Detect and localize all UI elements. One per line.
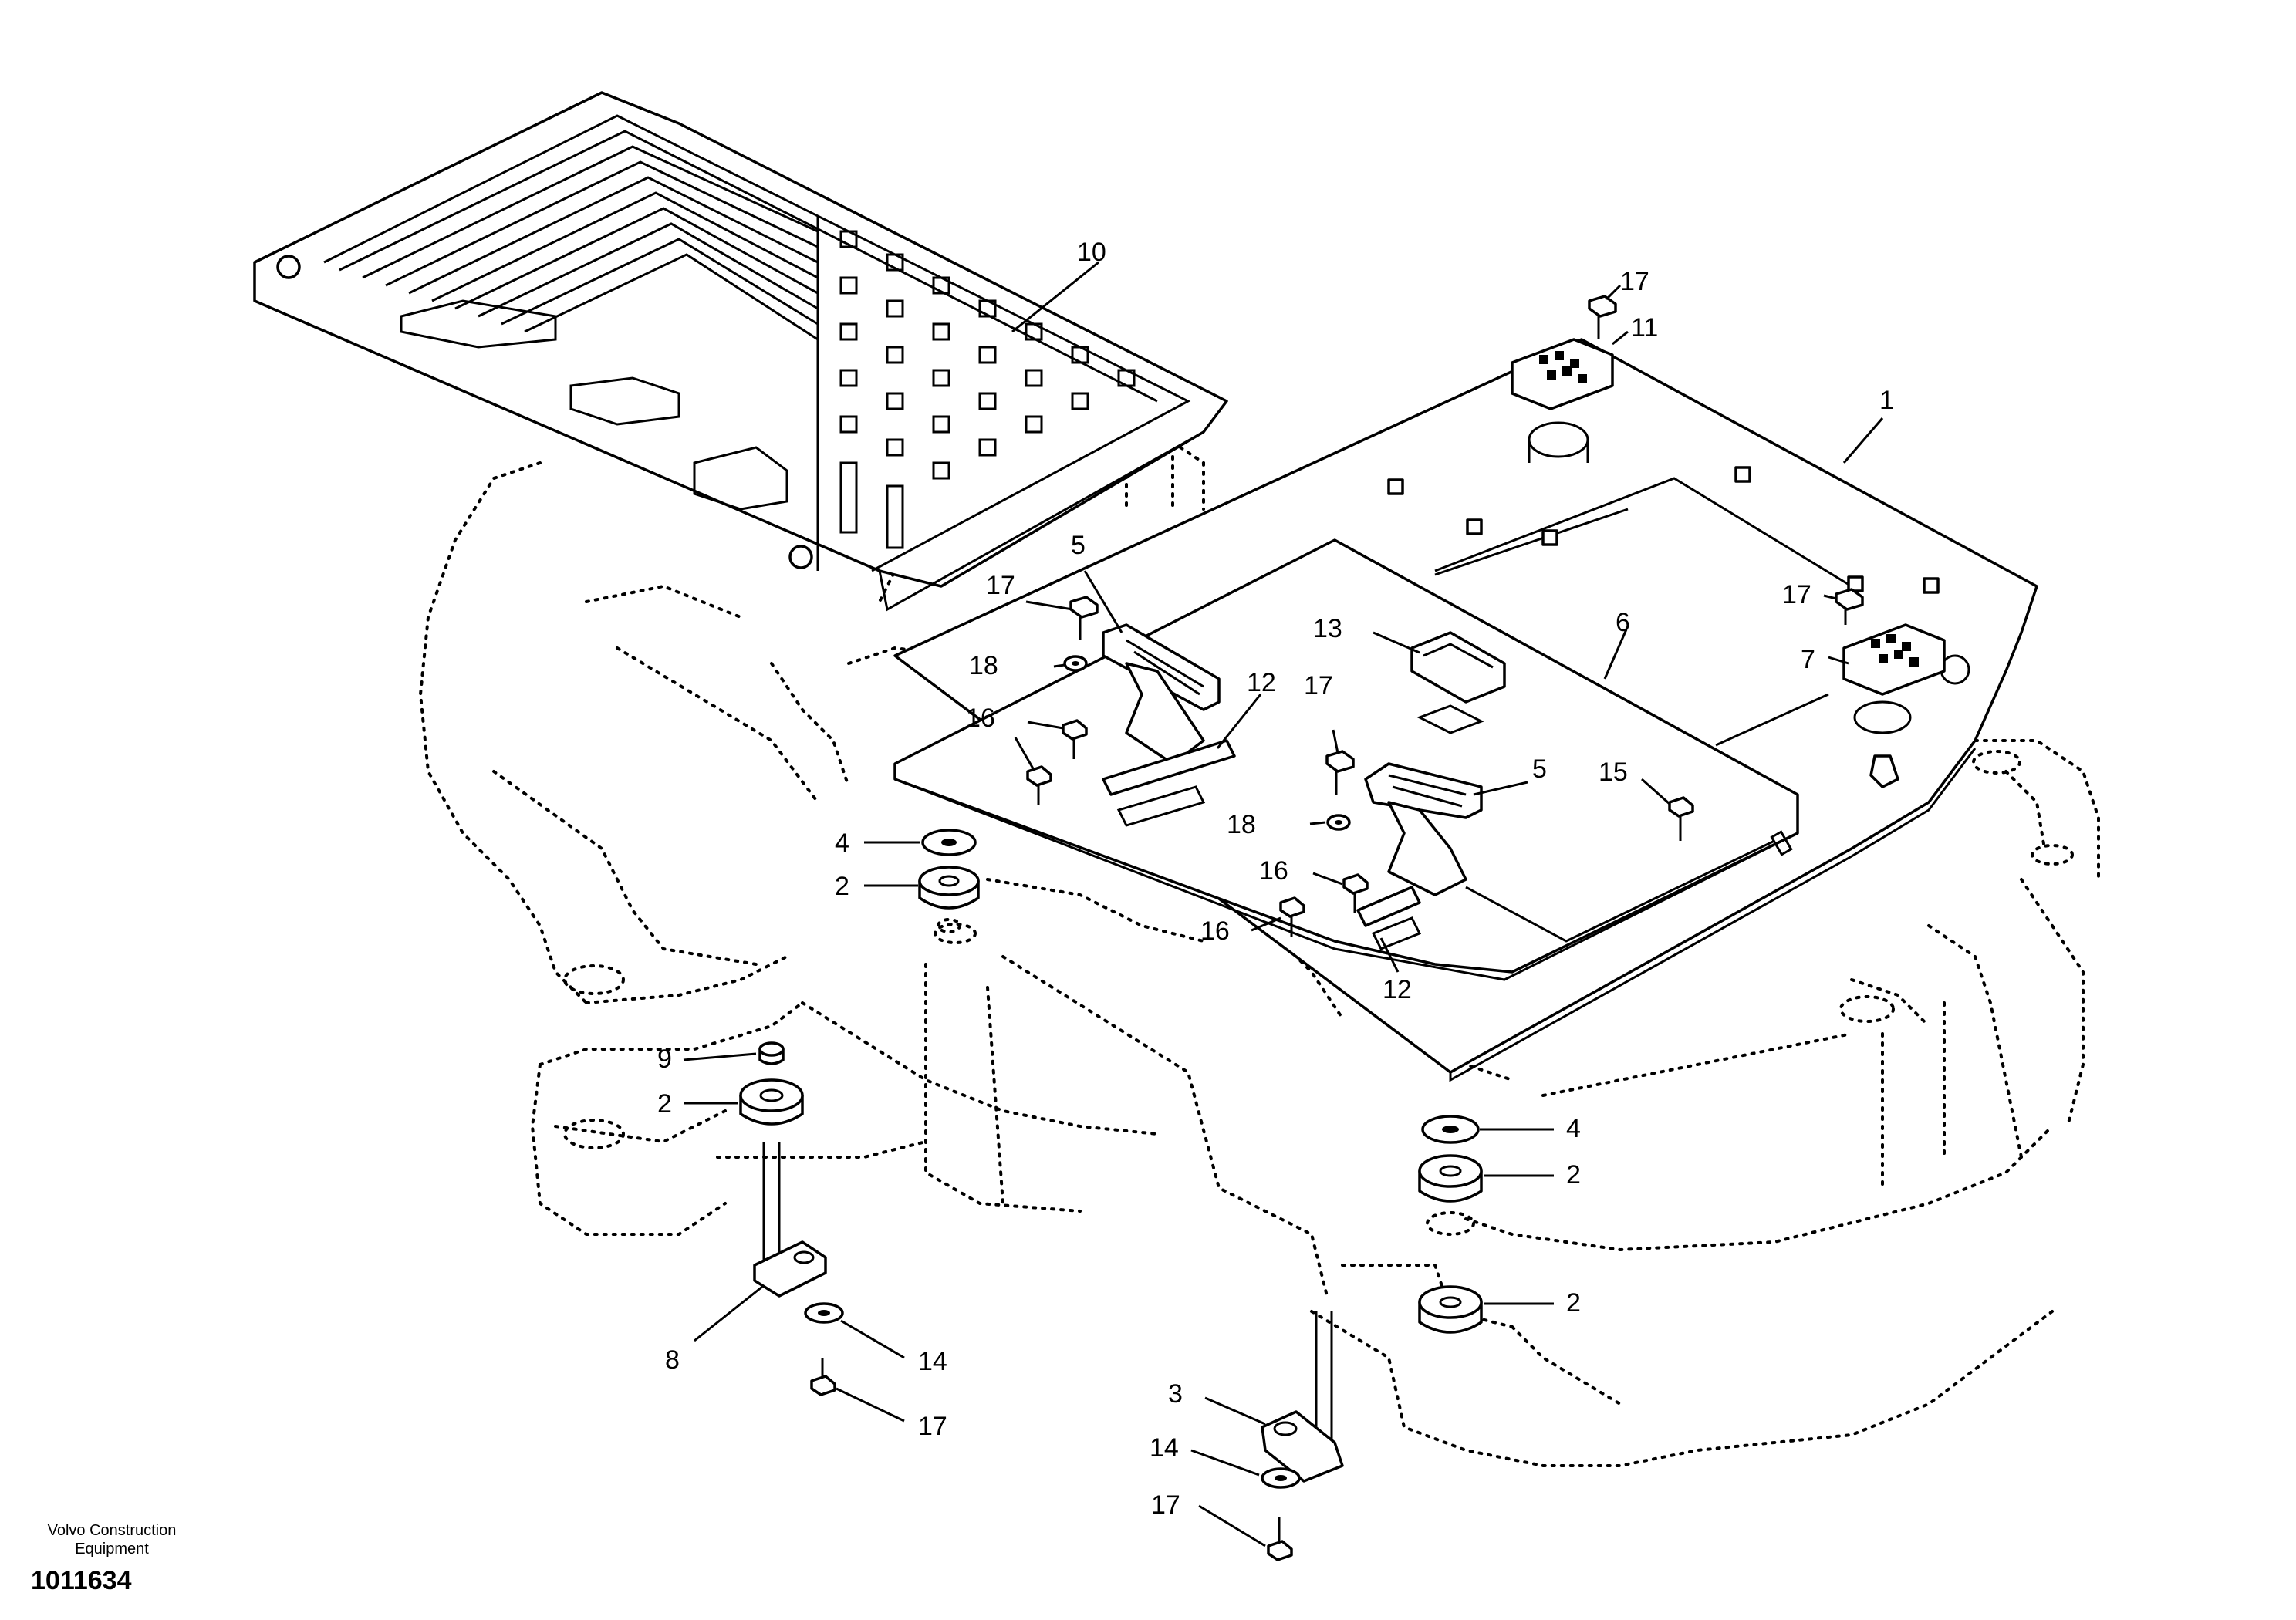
callout-2: 2 bbox=[835, 872, 849, 901]
callout-10: 10 bbox=[1077, 238, 1106, 267]
callout-2: 2 bbox=[1566, 1160, 1581, 1190]
bolt-17-top bbox=[1588, 295, 1617, 339]
washer-14-left bbox=[804, 1302, 844, 1324]
callout-11: 11 bbox=[1631, 313, 1658, 343]
callouts: 10 17 11 1 5 17 17 13 6 7 18 12 17 16 5 … bbox=[657, 238, 1894, 1520]
mount-2-left bbox=[918, 866, 980, 910]
document-number: 1011634 bbox=[31, 1566, 132, 1595]
washer-4-right bbox=[1421, 1115, 1480, 1144]
grommet-13 bbox=[1410, 631, 1506, 734]
callout-2: 2 bbox=[657, 1089, 672, 1119]
stud-3 bbox=[1261, 1311, 1344, 1483]
stud-8 bbox=[753, 1142, 827, 1298]
callout-8: 8 bbox=[665, 1345, 680, 1375]
machine-frame-outline bbox=[418, 430, 2100, 1467]
callout-4: 4 bbox=[1566, 1114, 1581, 1143]
mount-2-right-lower bbox=[1418, 1285, 1483, 1334]
callout-17: 17 bbox=[986, 571, 1015, 600]
bracket-12-upper bbox=[1102, 739, 1236, 827]
callout-7: 7 bbox=[1801, 645, 1815, 674]
bolt-17-right bbox=[1835, 588, 1864, 625]
callout-12: 12 bbox=[1247, 668, 1276, 697]
callout-17: 17 bbox=[1304, 671, 1333, 700]
callout-9: 9 bbox=[657, 1045, 672, 1074]
callout-17: 17 bbox=[918, 1412, 947, 1441]
bolt-17-left-low bbox=[810, 1358, 836, 1396]
connector-7 bbox=[1842, 623, 1946, 788]
callout-5: 5 bbox=[1071, 531, 1086, 560]
mount-2-right bbox=[1418, 1154, 1483, 1203]
pedal-5-left bbox=[1102, 623, 1221, 765]
bolt-16-a bbox=[1062, 719, 1088, 759]
callout-13: 13 bbox=[1313, 614, 1342, 643]
callout-16: 16 bbox=[966, 704, 995, 733]
bolt-17-right-low bbox=[1267, 1517, 1293, 1561]
bracket-12-lower bbox=[1356, 886, 1422, 950]
floor-mat bbox=[253, 91, 1228, 612]
washer-18-b bbox=[1326, 814, 1351, 831]
bolt-16-c bbox=[1342, 873, 1369, 913]
callout-18: 18 bbox=[1227, 810, 1256, 839]
washer-14-right bbox=[1261, 1467, 1301, 1489]
leader-lines bbox=[683, 261, 1884, 1547]
company-name: Volvo Construction Equipment bbox=[47, 1522, 177, 1558]
callout-18: 18 bbox=[969, 651, 998, 680]
callout-17: 17 bbox=[1151, 1490, 1180, 1520]
callout-3: 3 bbox=[1168, 1379, 1183, 1409]
bolt-17-pedal bbox=[1069, 596, 1099, 640]
callout-15: 15 bbox=[1599, 758, 1628, 787]
callout-12: 12 bbox=[1383, 975, 1412, 1004]
callout-16: 16 bbox=[1259, 856, 1288, 886]
callout-2: 2 bbox=[1566, 1288, 1581, 1318]
washer-4-left bbox=[921, 829, 977, 856]
pedal-5-right bbox=[1364, 762, 1483, 896]
callout-1: 1 bbox=[1879, 386, 1894, 415]
bolt-15 bbox=[1668, 796, 1694, 841]
bolt-16-b bbox=[1026, 765, 1052, 805]
callout-14: 14 bbox=[1150, 1433, 1179, 1463]
bolt-16-d bbox=[1279, 896, 1305, 937]
mount-2-left-lower bbox=[739, 1078, 804, 1126]
bolt-17-center bbox=[1325, 750, 1355, 795]
callout-4: 4 bbox=[835, 829, 849, 858]
callout-16: 16 bbox=[1200, 916, 1230, 946]
callout-14: 14 bbox=[918, 1347, 947, 1376]
nut-9 bbox=[758, 1041, 785, 1065]
washer-18-a bbox=[1063, 655, 1088, 672]
callout-6: 6 bbox=[1616, 608, 1630, 637]
callout-5: 5 bbox=[1532, 754, 1547, 784]
connector-11 bbox=[1511, 338, 1614, 463]
callout-17: 17 bbox=[1782, 580, 1811, 609]
callout-17: 17 bbox=[1620, 267, 1649, 296]
